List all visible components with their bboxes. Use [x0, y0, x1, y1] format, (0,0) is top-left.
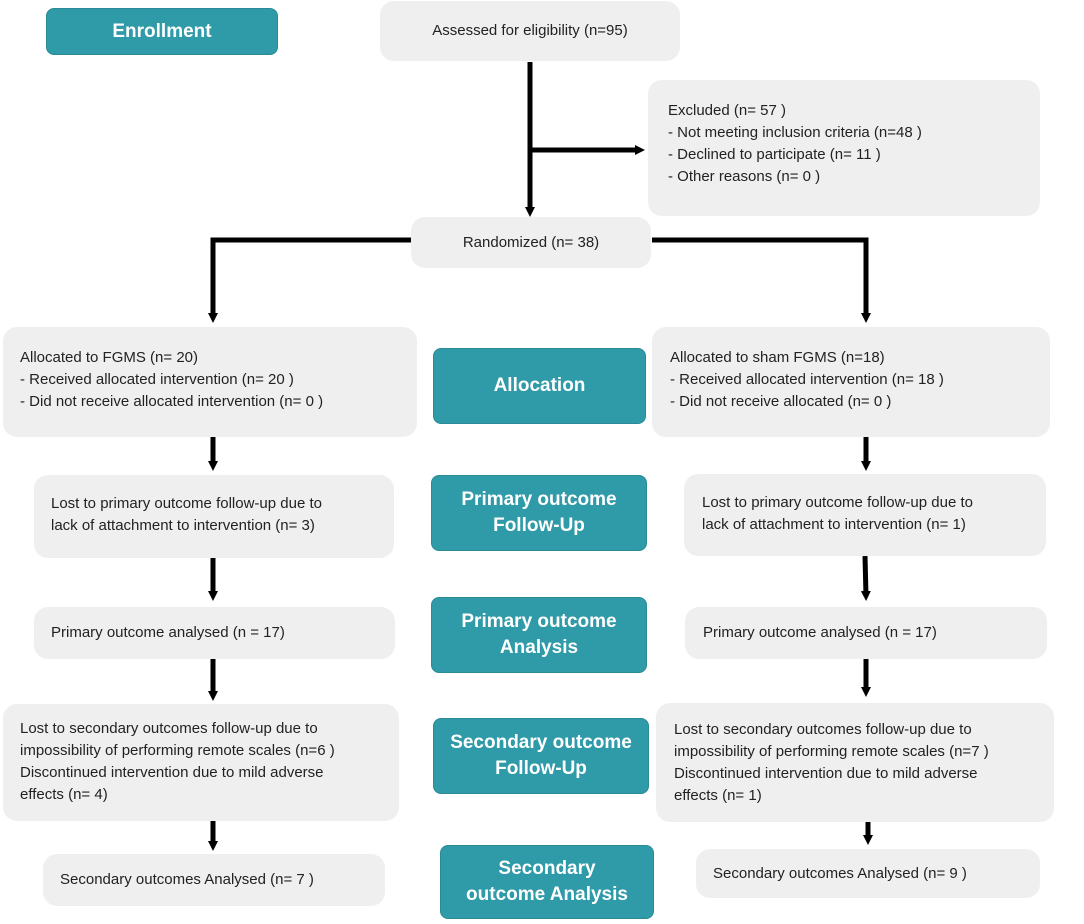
randomized-box: Randomized (n= 38) [411, 217, 651, 268]
stage-allocation-label: Allocation [493, 375, 586, 396]
excluded-box: Excluded (n= 57 ) - Not meeting inclusio… [648, 80, 1040, 216]
stage-label-line: Follow-Up [495, 758, 587, 779]
arrow-randomized-to-right [652, 237, 871, 323]
excluded-title: Excluded (n= 57 ) [668, 102, 786, 119]
stage-secondary-analysis: Secondary outcome Analysis [440, 845, 654, 919]
left-primary-followup-line: lack of attachment to intervention (n= 3… [51, 517, 315, 534]
right-primary-analysis-text: Primary outcome analysed (n = 17) [703, 624, 937, 641]
stage-label-line: Primary outcome [461, 489, 617, 510]
right-secondary-followup-line: impossibility of performing remote scale… [674, 743, 989, 760]
right-secondary-followup-line: effects (n= 1) [674, 787, 762, 804]
right-primary-followup-box: Lost to primary outcome follow-up due to… [684, 474, 1046, 556]
right-secondary-followup-box: Lost to secondary outcomes follow-up due… [656, 703, 1054, 822]
stage-label-line: Analysis [499, 637, 579, 658]
right-allocation-box: Allocated to sham FGMS (n=18) - Received… [652, 327, 1050, 437]
stage-secondary-followup: Secondary outcome Follow-Up [433, 718, 649, 794]
stage-label-line: Follow-Up [493, 515, 585, 536]
left-secondary-analysis-box: Secondary outcomes Analysed (n= 7 ) [43, 854, 385, 906]
stage-enrollment-label: Enrollment [112, 20, 212, 42]
left-allocation-line: - Did not receive allocated intervention… [20, 393, 324, 410]
assessed-box: Assessed for eligibility (n=95) [380, 1, 680, 61]
right-secondary-followup-line: Discontinued intervention due to mild ad… [674, 765, 978, 782]
arrow-right-2 [860, 555, 871, 601]
stage-label-line: Secondary outcome [450, 732, 632, 753]
stage-enrollment: Enrollment [46, 8, 278, 55]
left-allocation-box: Allocated to FGMS (n= 20) - Received all… [3, 327, 417, 437]
assessed-text: Assessed for eligibility (n=95) [432, 22, 628, 39]
stage-primary-analysis: Primary outcome Analysis [431, 597, 647, 673]
left-primary-analysis-box: Primary outcome analysed (n = 17) [34, 607, 395, 659]
right-secondary-analysis-box: Secondary outcomes Analysed (n= 9 ) [696, 849, 1040, 898]
randomized-text: Randomized (n= 38) [462, 233, 600, 251]
right-allocation-line: - Did not receive allocated (n= 0 ) [670, 393, 892, 410]
left-primary-followup-box: Lost to primary outcome follow-up due to… [34, 475, 394, 558]
left-allocation-line: - Received allocated intervention (n= 20… [20, 371, 294, 388]
right-primary-analysis-box: Primary outcome analysed (n = 17) [685, 607, 1047, 659]
left-allocation-line: Allocated to FGMS (n= 20) [20, 349, 198, 366]
right-primary-followup-line: lack of attachment to intervention (n= 1… [702, 516, 966, 533]
right-allocation-line: Allocated to sham FGMS (n=18) [670, 349, 885, 366]
right-primary-followup-line: Lost to primary outcome follow-up due to [702, 494, 973, 511]
left-secondary-analysis-text: Secondary outcomes Analysed (n= 7 ) [60, 871, 314, 888]
left-secondary-followup-line: effects (n= 4) [20, 786, 108, 803]
excluded-item: - Other reasons (n= 0 ) [668, 168, 821, 185]
arrow-randomized-to-left [208, 237, 412, 323]
stage-label-line: outcome Analysis [466, 884, 628, 905]
left-secondary-followup-line: Lost to secondary outcomes follow-up due… [20, 720, 318, 737]
right-allocation-line: - Received allocated intervention (n= 18… [670, 371, 944, 388]
stage-allocation: Allocation [433, 348, 646, 424]
excluded-item: - Declined to participate (n= 11 ) [668, 146, 881, 163]
stage-primary-followup: Primary outcome Follow-Up [431, 475, 647, 551]
right-secondary-analysis-text: Secondary outcomes Analysed (n= 9 ) [713, 865, 967, 882]
excluded-item: - Not meeting inclusion criteria (n=48 ) [668, 124, 922, 141]
right-secondary-followup-line: Lost to secondary outcomes follow-up due… [674, 721, 972, 738]
left-primary-analysis-text: Primary outcome analysed (n = 17) [51, 624, 285, 641]
left-secondary-followup-box: Lost to secondary outcomes follow-up due… [3, 704, 399, 821]
left-secondary-followup-line: Discontinued intervention due to mild ad… [20, 764, 324, 781]
stage-label-line: Primary outcome [461, 611, 617, 632]
left-secondary-followup-line: impossibility of performing remote scale… [20, 742, 335, 759]
left-primary-followup-line: Lost to primary outcome follow-up due to [51, 495, 322, 512]
stage-label-line: Secondary [498, 858, 596, 879]
